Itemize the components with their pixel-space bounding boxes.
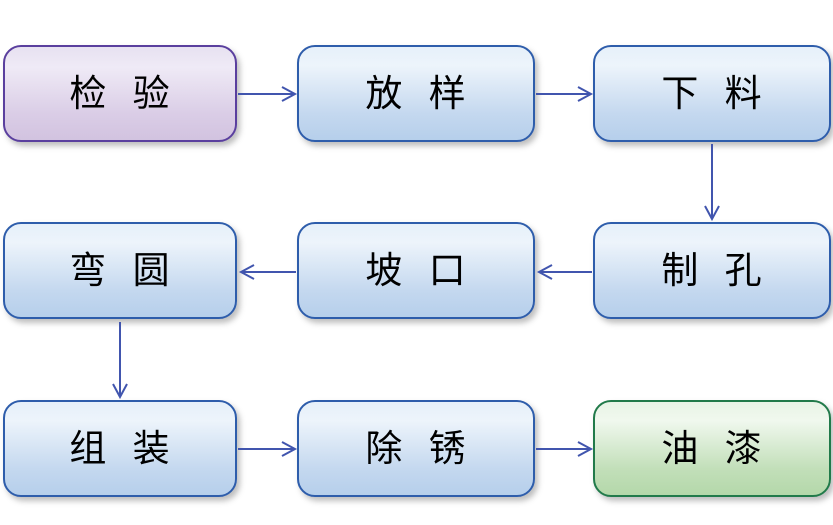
- node-inspection: 检 验: [3, 45, 237, 142]
- node-lofting-label: 放 样: [365, 73, 467, 114]
- arrow-assembly-rust-removal: [238, 441, 298, 457]
- node-beveling-label: 坡 口: [365, 250, 467, 291]
- node-bending: 弯 圆: [3, 222, 237, 319]
- arrow-cutting-hole-making: [704, 144, 720, 222]
- arrow-bending-assembly: [112, 322, 128, 400]
- arrow-rust-removal-painting: [536, 441, 594, 457]
- arrow-lofting-cutting: [536, 86, 594, 102]
- node-inspection-label: 检 验: [69, 73, 171, 114]
- node-bending-label: 弯 圆: [69, 250, 171, 291]
- node-beveling: 坡 口: [297, 222, 535, 319]
- arrow-beveling-bending: [238, 264, 296, 280]
- node-cutting-label: 下 料: [661, 73, 763, 114]
- node-painting: 油 漆: [593, 400, 831, 497]
- arrow-hole-making-beveling: [536, 264, 592, 280]
- node-hole-making: 制 孔: [593, 222, 831, 319]
- arrow-inspection-lofting: [238, 86, 298, 102]
- node-painting-label: 油 漆: [661, 428, 763, 469]
- node-lofting: 放 样: [297, 45, 535, 142]
- node-assembly-label: 组 装: [69, 428, 171, 469]
- node-rust-removal: 除 锈: [297, 400, 535, 497]
- node-rust-removal-label: 除 锈: [365, 428, 467, 469]
- node-hole-making-label: 制 孔: [661, 250, 763, 291]
- node-assembly: 组 装: [3, 400, 237, 497]
- node-cutting: 下 料: [593, 45, 831, 142]
